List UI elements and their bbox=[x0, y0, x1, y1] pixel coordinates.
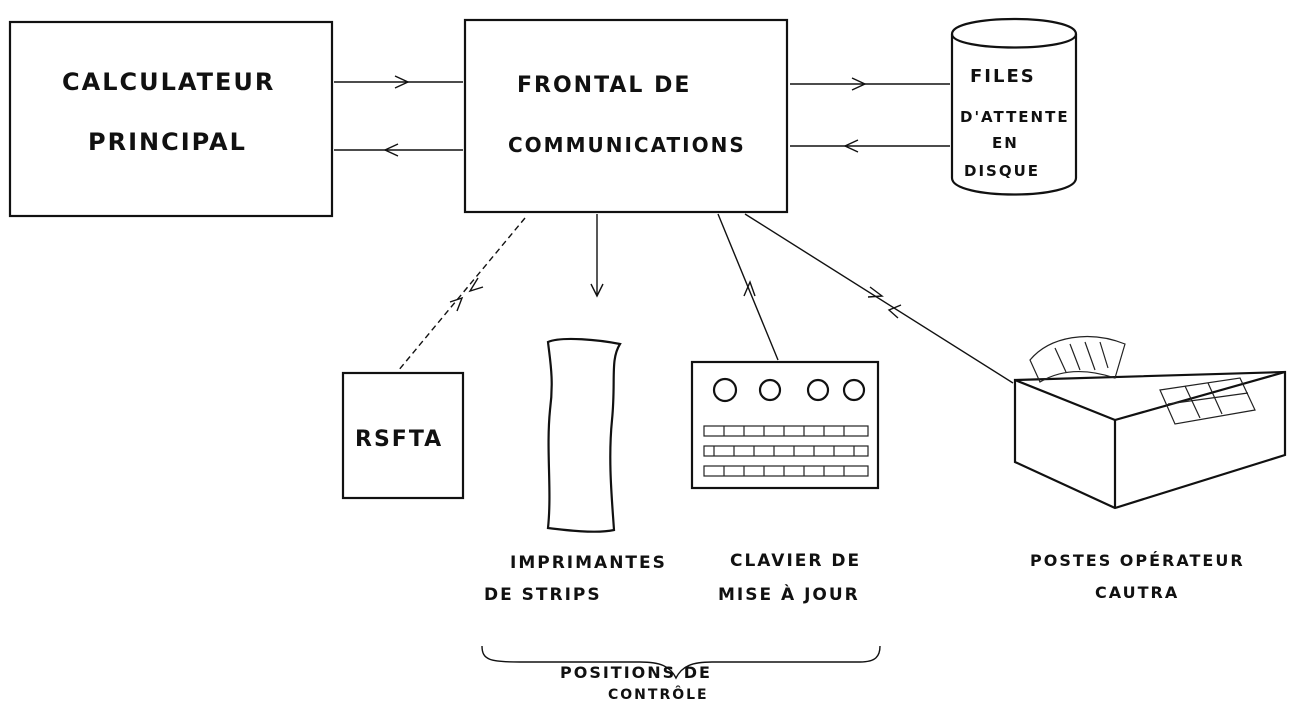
group-line2: CONTRÔLE bbox=[608, 685, 709, 702]
strip-paper-shape bbox=[548, 339, 620, 532]
disk-cylinder-top bbox=[952, 34, 1076, 48]
cautra-paper bbox=[1030, 337, 1125, 382]
cautra-line1: POSTES OPÉRATEUR bbox=[1030, 551, 1245, 570]
disk-queues-node: FILES D'ATTENTE EN DISQUE bbox=[952, 19, 1076, 195]
printers-line1: IMPRIMANTES bbox=[510, 553, 667, 573]
frontal-node: FRONTAL DE COMMUNICATIONS bbox=[465, 20, 787, 212]
strip-printer-node bbox=[548, 339, 620, 532]
link-frontal-rsfta-head-down bbox=[470, 278, 483, 291]
rsfta-node: RSFTA bbox=[343, 373, 463, 498]
printers-line2: DE STRIPS bbox=[484, 585, 602, 605]
group-line1: POSITIONS DE bbox=[560, 663, 712, 682]
keyboard-keys bbox=[714, 426, 854, 476]
frontal-box bbox=[465, 20, 787, 212]
link-frontal-rsfta-head-up bbox=[450, 298, 462, 311]
keyboard-dial-2 bbox=[760, 380, 780, 400]
link-frontal-cautra bbox=[745, 214, 1013, 383]
main-computer-node: CALCULATEUR PRINCIPAL bbox=[10, 22, 332, 216]
cautra-body bbox=[1015, 372, 1285, 508]
keyboard-row-2 bbox=[704, 446, 868, 456]
cautra-station-node bbox=[1015, 337, 1285, 508]
disk-line2: D'ATTENTE bbox=[960, 108, 1070, 126]
main-computer-line2: PRINCIPAL bbox=[88, 128, 247, 156]
keyboard-line2: MISE À JOUR bbox=[718, 583, 860, 605]
frontal-line1: FRONTAL DE bbox=[517, 73, 691, 98]
cautra-line2: CAUTRA bbox=[1095, 583, 1179, 602]
cautra-paper-lines bbox=[1055, 342, 1108, 372]
main-computer-line1: CALCULATEUR bbox=[62, 68, 275, 96]
disk-line4: DISQUE bbox=[964, 162, 1040, 180]
link-frontal-rsfta bbox=[398, 218, 525, 371]
disk-line1: FILES bbox=[970, 66, 1036, 87]
update-keyboard-node bbox=[692, 362, 878, 488]
keyboard-dial-3 bbox=[808, 380, 828, 400]
disk-line3: EN bbox=[992, 134, 1019, 152]
keyboard-dial-4 bbox=[844, 380, 864, 400]
keyboard-dial-1 bbox=[714, 379, 736, 401]
keyboard-line1: CLAVIER DE bbox=[730, 551, 861, 571]
rsfta-label: RSFTA bbox=[355, 427, 443, 452]
main-computer-box bbox=[10, 22, 332, 216]
frontal-line2: COMMUNICATIONS bbox=[508, 133, 746, 157]
